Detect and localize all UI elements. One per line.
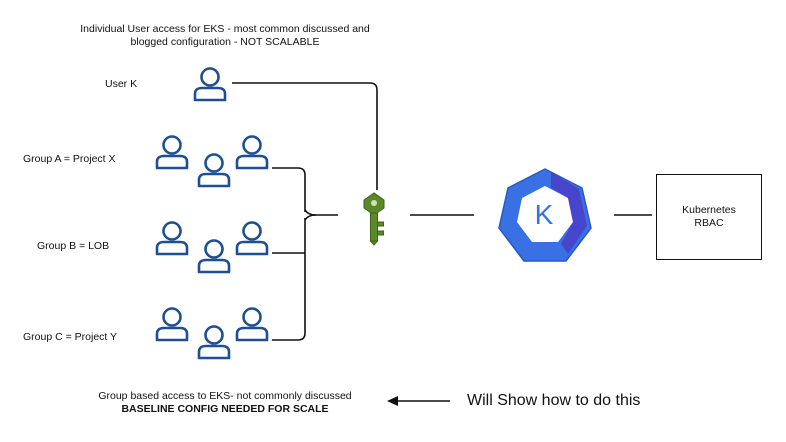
line-group-c (272, 218, 306, 341)
bottom-caption-line1: Group based access to EKS- not commonly … (98, 390, 352, 402)
label-user-k: User K (105, 78, 138, 90)
rbac-line1: Kubernetes (682, 204, 736, 216)
top-caption-line2: blogged configuration - NOT SCALABLE (130, 36, 320, 48)
arrow-left-icon (387, 396, 398, 406)
group-icon-c (155, 307, 269, 360)
line-group-a (272, 167, 306, 212)
bottom-caption: Group based access to EKS- not commonly … (70, 390, 380, 416)
group-icon-b (155, 221, 269, 274)
line-brace-to-key (304, 209, 338, 216)
label-group-a: Group A = Project X (23, 153, 116, 165)
line-user-to-key (232, 82, 378, 190)
top-caption-line1: Individual User access for EKS - most co… (80, 23, 370, 35)
rbac-line2: RBAC (694, 217, 724, 229)
label-group-c: Group C = Project Y (23, 331, 118, 343)
connector-lines (232, 82, 652, 402)
line-brace-lower (304, 214, 317, 221)
kubernetes-letter: K (535, 199, 554, 230)
group-icon-a (155, 135, 269, 188)
callout-text: Will Show how to do this (467, 392, 641, 409)
top-caption: Individual User access for EKS - most co… (50, 23, 400, 49)
bottom-caption-line2: BASELINE CONFIG NEEDED FOR SCALE (121, 403, 329, 415)
iam-key-icon (363, 192, 385, 246)
kubernetes-icon: K (498, 168, 592, 262)
user-icon (193, 67, 227, 102)
kubernetes-rbac-box: Kubernetes RBAC (656, 174, 762, 260)
label-group-b: Group B = LOB (37, 240, 110, 252)
